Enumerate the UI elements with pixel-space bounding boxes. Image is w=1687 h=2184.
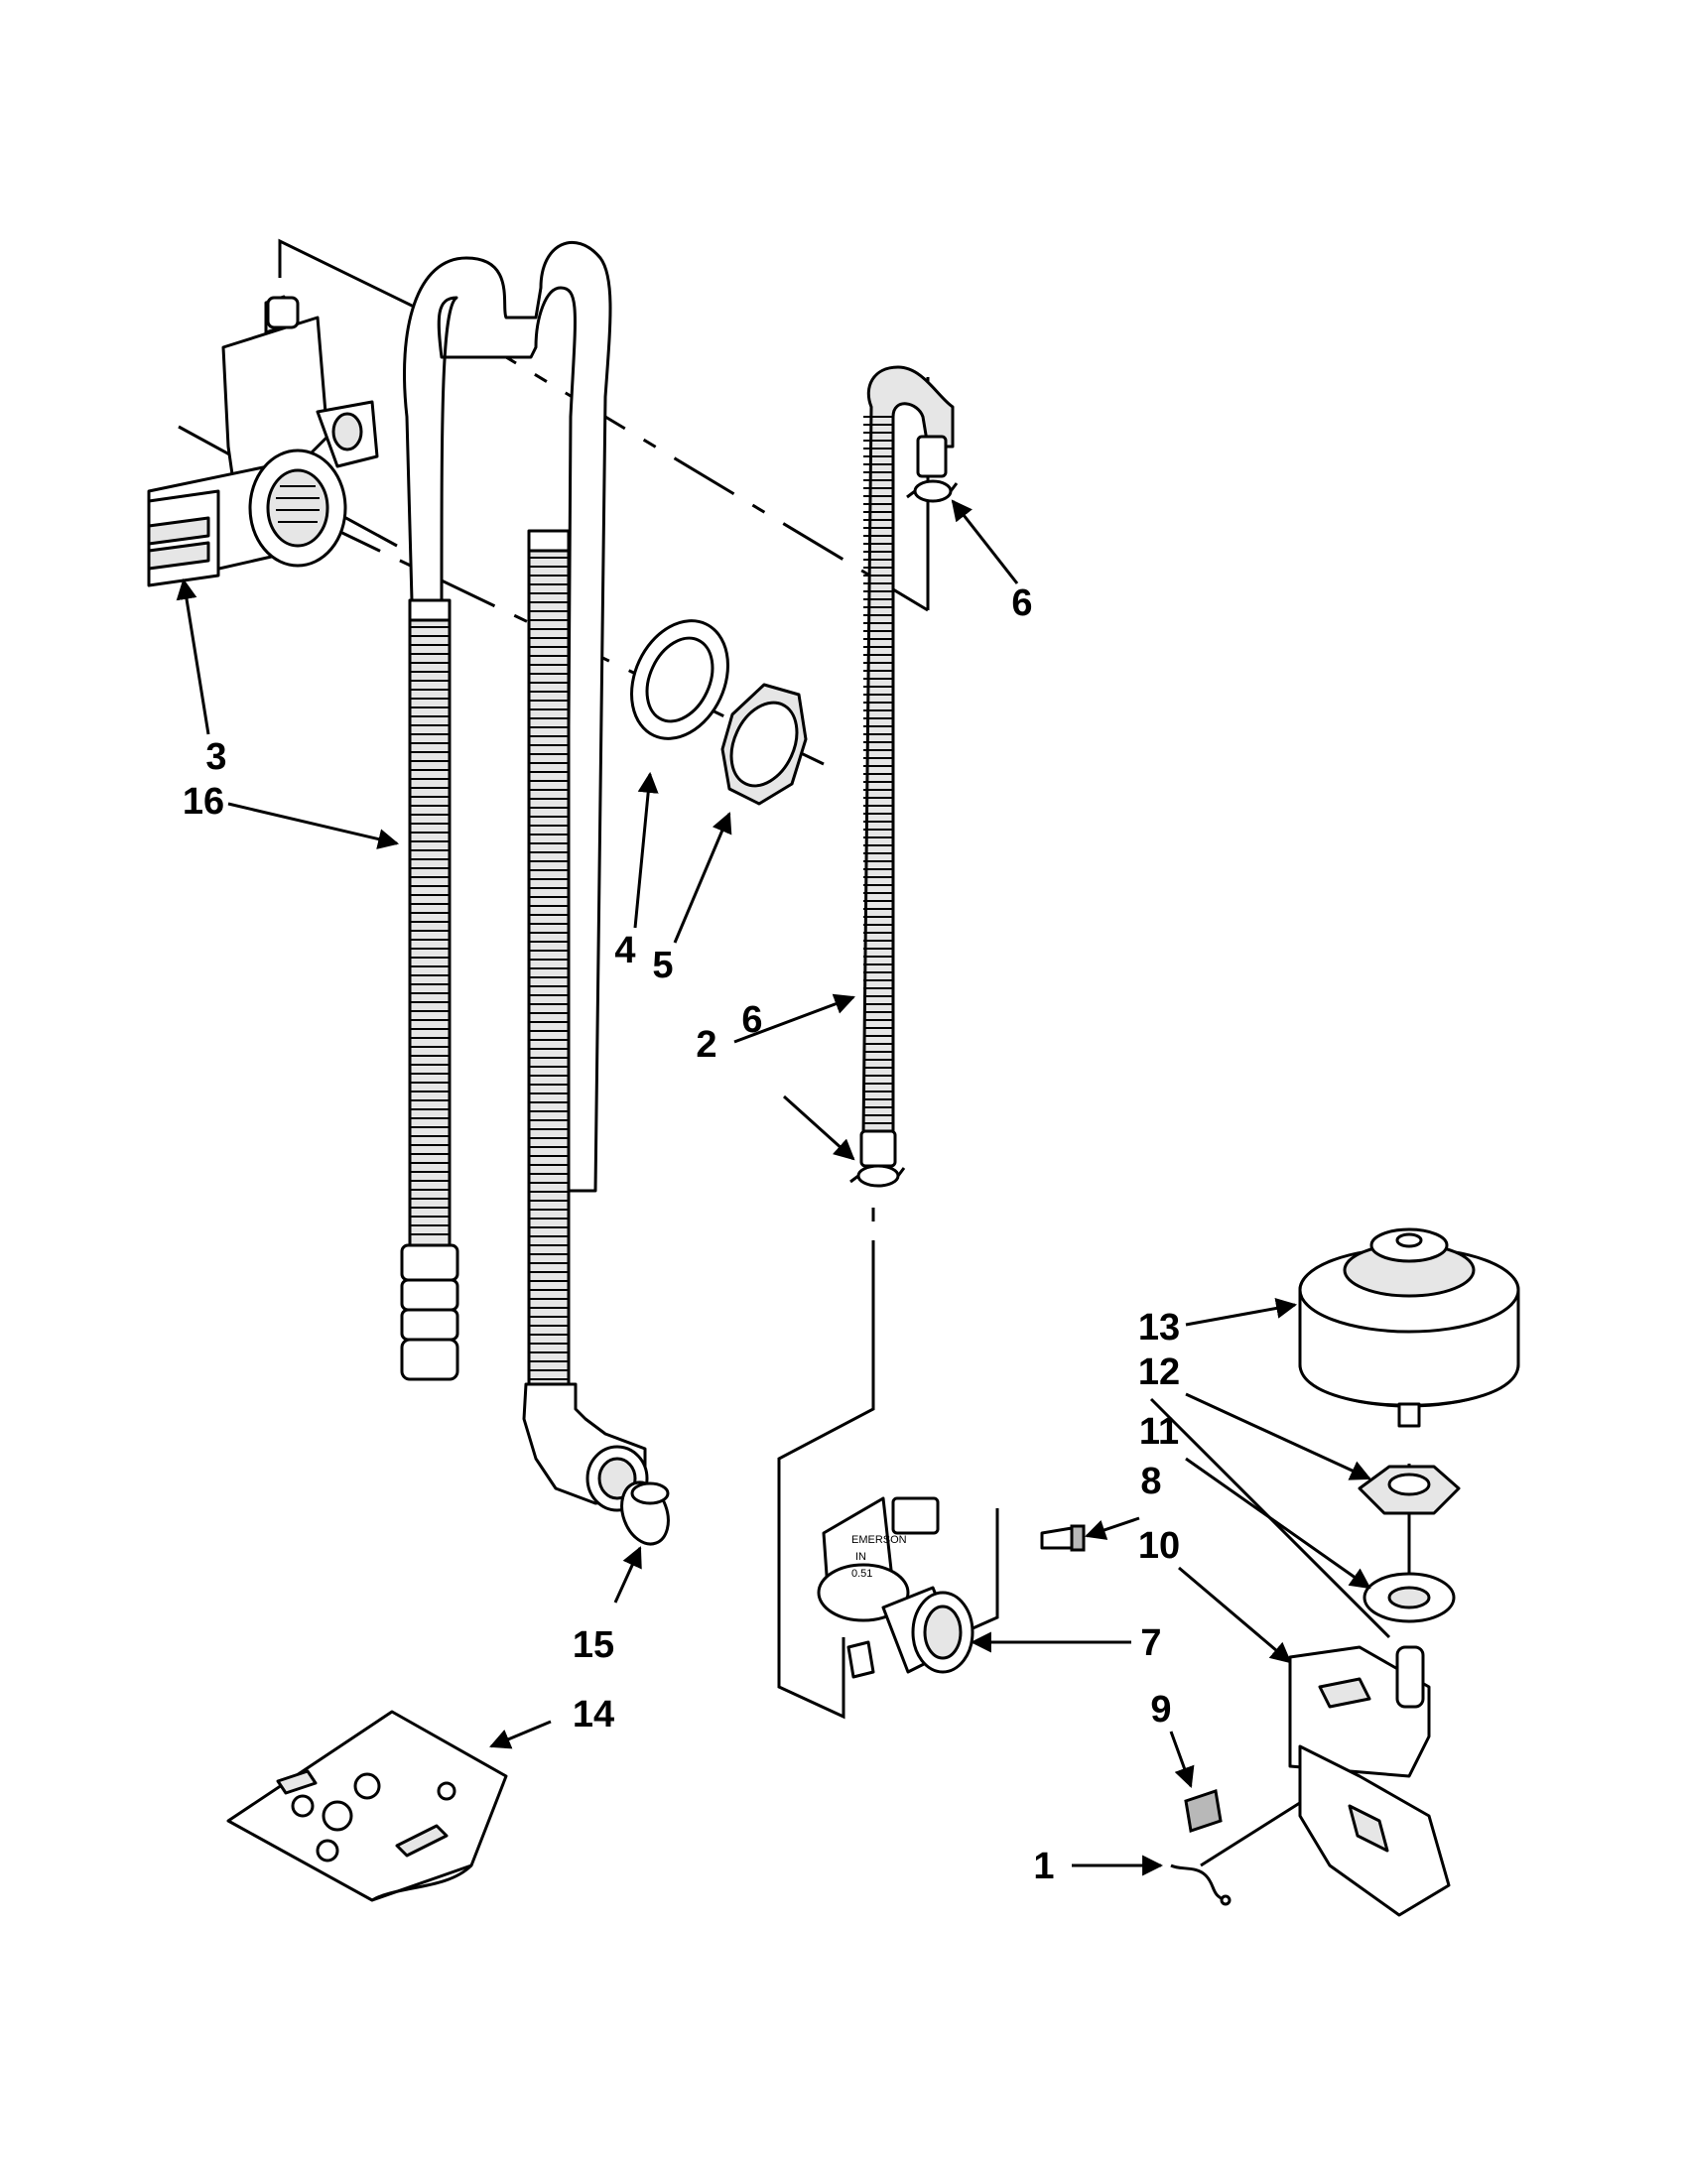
valve-label-rate: 0.51 [851,1568,872,1580]
callout-15: 15 [573,1624,614,1666]
callout-5: 5 [652,945,673,986]
part-9-micro-switch [1184,1789,1223,1833]
part-5-nut [720,683,808,806]
part-16-drain-hose [400,240,649,1512]
callout-3: 3 [205,736,226,778]
callout-11: 11 [1139,1411,1179,1453]
callout-6-bottom: 6 [741,999,762,1041]
part-6-clamp-top [906,479,959,503]
part-8-screw [1040,1524,1086,1552]
callout-4: 4 [614,930,635,971]
hose-ribs [410,557,569,1380]
part-10-switch-bracket [1288,1645,1451,1917]
part-14-parts-bag [226,1710,508,1902]
fill-hose-ribs [863,416,893,1124]
callout-13: 13 [1138,1307,1180,1349]
part-15-hose-clamp [620,1480,670,1546]
callout-9: 9 [1150,1689,1171,1731]
assembly-lines [178,238,1411,1867]
callout-8: 8 [1140,1461,1161,1502]
callout-1: 1 [1033,1846,1054,1887]
callout-7: 7 [1140,1622,1161,1664]
part-4-washer [630,619,729,740]
valve-label-in: IN [855,1551,866,1563]
callout-10: 10 [1138,1525,1180,1567]
callout-6-top: 6 [1011,582,1032,624]
part-12-float-nut [1358,1465,1461,1515]
callout-2: 2 [696,1024,716,1066]
part-11-float-washer [1363,1572,1456,1623]
part-13-float [1298,1227,1520,1428]
callout-14: 14 [573,1694,614,1735]
part-1-switch-lead [1170,1863,1232,1906]
valve-label-brand: EMERSON [851,1534,907,1546]
part-6-clamp-bottom [849,1164,906,1188]
callout-16: 16 [183,781,224,823]
part-2-fill-hose [859,365,955,1168]
part-7-inlet-valve: EMERSON IN 0.51 [817,1496,974,1679]
callout-leaders [176,499,1371,1876]
callout-numbers: 1 2 3 4 5 6 6 7 8 9 10 11 12 13 14 15 16 [183,582,1180,1887]
callout-12: 12 [1138,1351,1180,1393]
part-3-drain-housing [147,295,379,587]
